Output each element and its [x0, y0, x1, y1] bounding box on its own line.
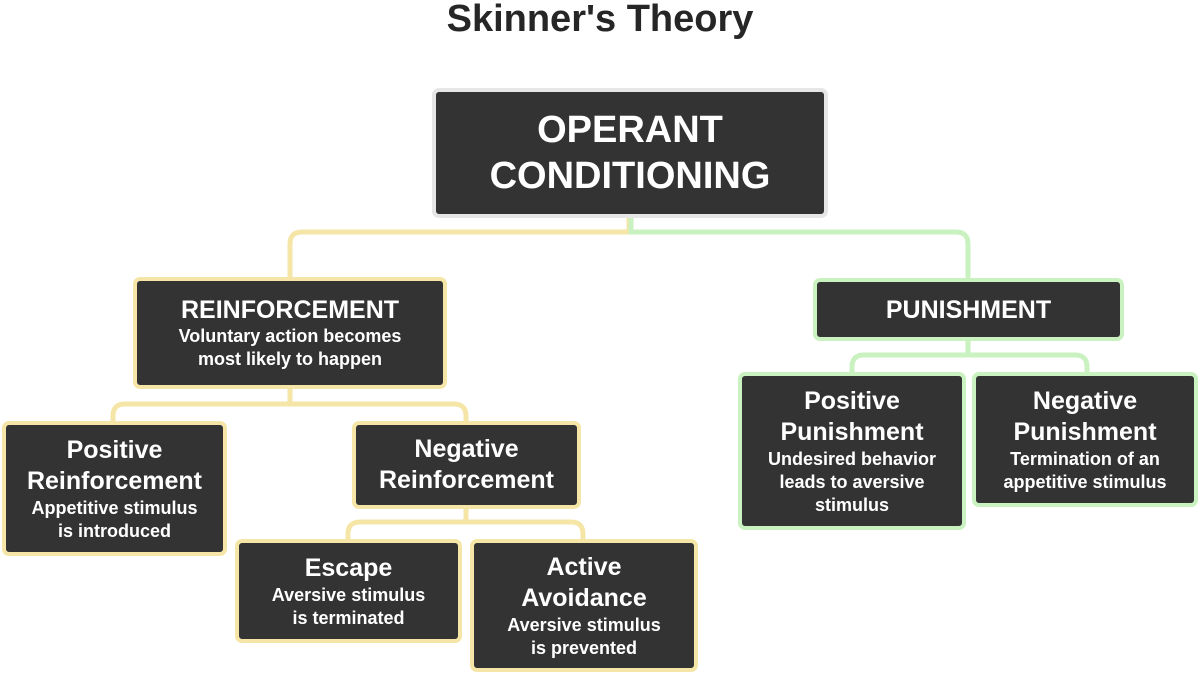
connector-reinforcement-children	[110, 386, 469, 424]
negative-reinforcement-line-1: Negative	[414, 435, 519, 463]
positive-reinforcement-line-2: Reinforcement	[26, 466, 203, 495]
node-reinforcement: REINFORCEMENT Voluntary action becomes m…	[133, 277, 447, 389]
node-negative-punishment: Negative Punishment Termination of an ap…	[972, 372, 1198, 507]
node-operant-conditioning: OPERANT CONDITIONING	[432, 88, 828, 218]
escape-heading: Escape	[304, 553, 393, 582]
node-active-avoidance: Active Avoidance Aversive stimulus is pr…	[470, 539, 698, 672]
escape-desc-1: Aversive stimulus	[271, 584, 426, 605]
punishment-heading: PUNISHMENT	[885, 295, 1052, 324]
positive-punishment-desc-3: stimulus	[814, 494, 889, 515]
positive-punishment-desc-2: leads to aversive	[779, 471, 925, 492]
connector-negative-reinforcement-children	[345, 506, 586, 542]
negative-reinforcement-line-2: Reinforcement	[378, 466, 555, 494]
positive-punishment-line-2: Punishment	[780, 417, 924, 446]
node-negative-reinforcement: Negative Reinforcement	[352, 421, 581, 509]
negative-punishment-desc-1: Termination of an	[1010, 448, 1160, 469]
root-line-1: OPERANT	[537, 109, 723, 151]
reinforcement-desc-1: Voluntary action becomes	[178, 326, 402, 346]
active-avoidance-line-2: Avoidance	[521, 583, 647, 612]
active-avoidance-desc-2: is prevented	[530, 637, 638, 658]
active-avoidance-desc-1: Aversive stimulus	[507, 614, 661, 635]
node-escape: Escape Aversive stimulus is terminated	[235, 539, 462, 643]
node-positive-reinforcement: Positive Reinforcement Appetitive stimul…	[2, 421, 227, 556]
escape-desc-2: is terminated	[292, 607, 405, 628]
negative-punishment-desc-2: appetitive stimulus	[1003, 471, 1167, 492]
reinforcement-heading: REINFORCEMENT	[180, 296, 400, 324]
diagram-title: Skinner's Theory	[446, 0, 754, 40]
connector-root-punishment	[628, 217, 971, 282]
positive-reinforcement-desc-2: is introduced	[57, 520, 171, 541]
positive-reinforcement-line-1: Positive	[66, 435, 163, 464]
positive-reinforcement-desc-1: Appetitive stimulus	[31, 497, 198, 518]
node-positive-punishment: Positive Punishment Undesired behavior l…	[738, 372, 966, 530]
negative-punishment-line-1: Negative	[1032, 386, 1138, 415]
root-line-2: CONDITIONING	[489, 155, 771, 197]
node-punishment: PUNISHMENT	[813, 278, 1124, 341]
positive-punishment-desc-1: Undesired behavior	[767, 448, 937, 469]
reinforcement-desc-2: most likely to happen	[197, 349, 383, 369]
connector-punishment-children	[849, 338, 1090, 375]
negative-punishment-line-2: Punishment	[1013, 417, 1157, 446]
connector-root-reinforcement	[287, 217, 632, 282]
positive-punishment-line-1: Positive	[804, 386, 900, 415]
active-avoidance-line-1: Active	[546, 552, 622, 581]
